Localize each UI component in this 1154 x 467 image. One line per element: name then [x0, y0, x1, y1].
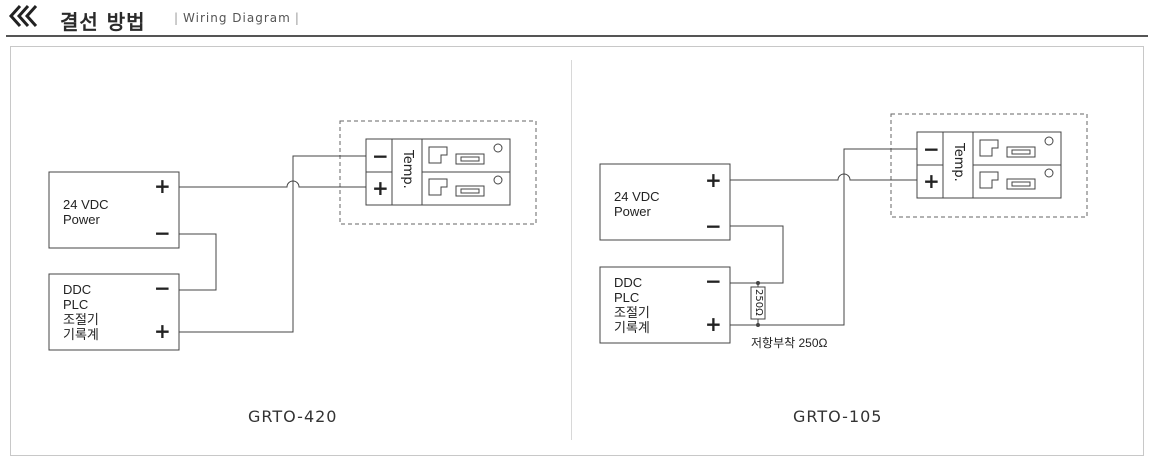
- temp-label-420: Temp.: [400, 150, 415, 189]
- terminal-minus-sign: −: [372, 144, 389, 168]
- power-label-line1: 24 VDC: [614, 189, 660, 204]
- page-title: 결선 방법: [60, 10, 146, 34]
- power-label-105: 24 VDC Power: [614, 189, 660, 219]
- controller-minus-sign: −: [705, 269, 722, 293]
- power-box-105: [599, 163, 731, 241]
- power-box-420: [48, 171, 180, 249]
- resistor-label: 250Ω: [753, 289, 764, 316]
- sensor-housing-420: [339, 120, 537, 225]
- power-label-line1: 24 VDC: [63, 197, 109, 212]
- power-plus-sign: +: [154, 174, 171, 198]
- power-minus-sign: −: [154, 221, 171, 245]
- controller-plus-sign: +: [705, 312, 722, 336]
- resistor-note: 저항부착 250Ω: [751, 336, 828, 350]
- power-label-line2: Power: [63, 212, 100, 227]
- sensor-housing-105: [890, 113, 1088, 218]
- terminal-plus-sign: +: [923, 169, 940, 193]
- power-minus-sign: −: [705, 214, 722, 238]
- page-header: 결선 방법 |Wiring Diagram|: [0, 0, 1154, 40]
- controller-label-line3: 조절기: [614, 305, 650, 320]
- panel-divider: [571, 60, 572, 440]
- power-label-420: 24 VDC Power: [63, 197, 109, 227]
- controller-label-line2: PLC: [63, 297, 89, 312]
- controller-minus-sign: −: [154, 276, 171, 300]
- controller-label-line1: DDC: [614, 275, 643, 290]
- model-label-105: GRTO-105: [793, 407, 883, 426]
- controller-plus-sign: +: [154, 319, 171, 343]
- controller-label-line4: 기록계: [63, 327, 99, 342]
- model-label-420: GRTO-420: [248, 407, 338, 426]
- controller-box-420: [48, 273, 180, 351]
- controller-label-line1: DDC: [63, 282, 92, 297]
- subtitle-text: Wiring Diagram: [183, 11, 291, 25]
- controller-label-105: DDC PLC 조절기 기록계: [614, 275, 650, 335]
- temp-label-105: Temp.: [951, 143, 966, 182]
- controller-label-420: DDC PLC 조절기 기록계: [63, 282, 99, 342]
- page-subtitle: |Wiring Diagram|: [174, 11, 300, 25]
- controller-label-line2: PLC: [614, 290, 640, 305]
- controller-label-line3: 조절기: [63, 312, 99, 327]
- controller-box-105: [599, 266, 731, 344]
- controller-label-line4: 기록계: [614, 320, 650, 335]
- double-chevron-left-icon: [8, 4, 38, 28]
- terminal-minus-sign: −: [923, 137, 940, 161]
- power-label-line2: Power: [614, 204, 651, 219]
- header-rule: [6, 35, 1148, 37]
- power-plus-sign: +: [705, 168, 722, 192]
- terminal-plus-sign: +: [372, 176, 389, 200]
- diagram-frame: [10, 46, 1144, 456]
